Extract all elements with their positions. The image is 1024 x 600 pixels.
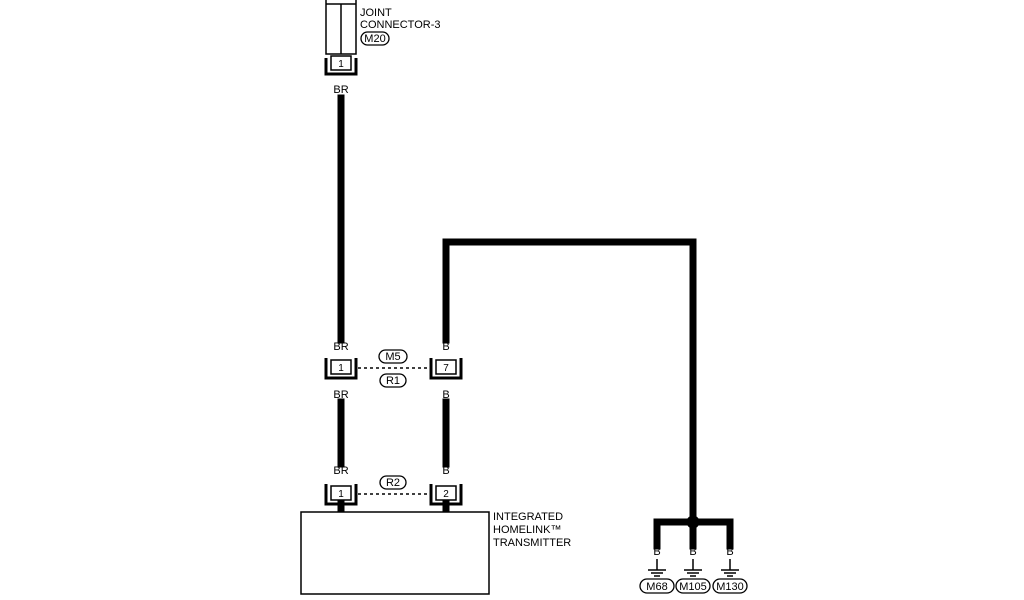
splice-point xyxy=(686,515,700,529)
joint-connector-3: 1 xyxy=(324,0,358,76)
ground-id-badge xyxy=(639,578,675,594)
pin-number: 7 xyxy=(443,363,449,374)
ground-id: M130 xyxy=(716,581,744,593)
pin-number: 1 xyxy=(338,363,344,374)
pin-number: 2 xyxy=(443,489,449,500)
connector-r2: 1 2 R2 xyxy=(324,475,463,506)
joint-connector-id: M20 xyxy=(364,33,385,45)
connector-shell xyxy=(429,358,463,380)
wire-color-label: BR xyxy=(333,465,348,477)
joint-connector-id-badge xyxy=(360,31,390,46)
connector-shell xyxy=(429,484,463,506)
ground-wire-color: B xyxy=(689,546,696,558)
connector-shell xyxy=(324,358,358,380)
connector-id-badge xyxy=(379,475,407,490)
pin-box xyxy=(435,485,457,501)
connector-m5-r1: 1 7 M5 R1 xyxy=(324,349,463,388)
transmitter-body xyxy=(300,511,490,595)
ground-m105: B M105 xyxy=(675,546,711,594)
connector-id-r2: R2 xyxy=(386,477,400,489)
wire-color-label: BR xyxy=(333,389,348,401)
pin-box xyxy=(435,359,457,375)
ground-id-badge xyxy=(675,578,711,594)
joint-connector-pin-number: 1 xyxy=(338,59,344,70)
connector-shell xyxy=(324,484,358,506)
joint-connector-name-line1: JOINT xyxy=(360,7,392,19)
pin-box xyxy=(330,359,352,375)
ground-m68: B M68 xyxy=(639,546,675,594)
component-name-line2: HOMELINK™ xyxy=(493,524,561,536)
component-name-line3: TRANSMITTER xyxy=(493,537,571,549)
wire-color-label: B xyxy=(442,389,449,401)
pin-box xyxy=(330,485,352,501)
ground-m130: B M130 xyxy=(712,546,748,594)
joint-connector-pin-box xyxy=(330,55,352,71)
connector-id-badge xyxy=(379,373,407,388)
component-name-line1: INTEGRATED xyxy=(493,511,563,523)
wire-b-to-ground xyxy=(442,238,697,524)
connector-id-m5: M5 xyxy=(385,351,400,363)
ground-id: M68 xyxy=(646,581,667,593)
connector-id-r1: R1 xyxy=(386,375,400,387)
ground-id-badge xyxy=(712,578,748,594)
wire-color-label: B xyxy=(442,465,449,477)
pin-number: 1 xyxy=(338,489,344,500)
wire-color-label: B xyxy=(442,341,449,353)
ground-wire-color: B xyxy=(726,546,733,558)
ground-id: M105 xyxy=(679,581,707,593)
connector-id-badge xyxy=(378,349,408,364)
wire-color-label: BR xyxy=(333,341,348,353)
wire-color-label: BR xyxy=(333,84,348,96)
ground-wire-color: B xyxy=(653,546,660,558)
joint-connector-name-line2: CONNECTOR-3 xyxy=(360,19,440,31)
joint-connector-shell xyxy=(324,58,358,76)
